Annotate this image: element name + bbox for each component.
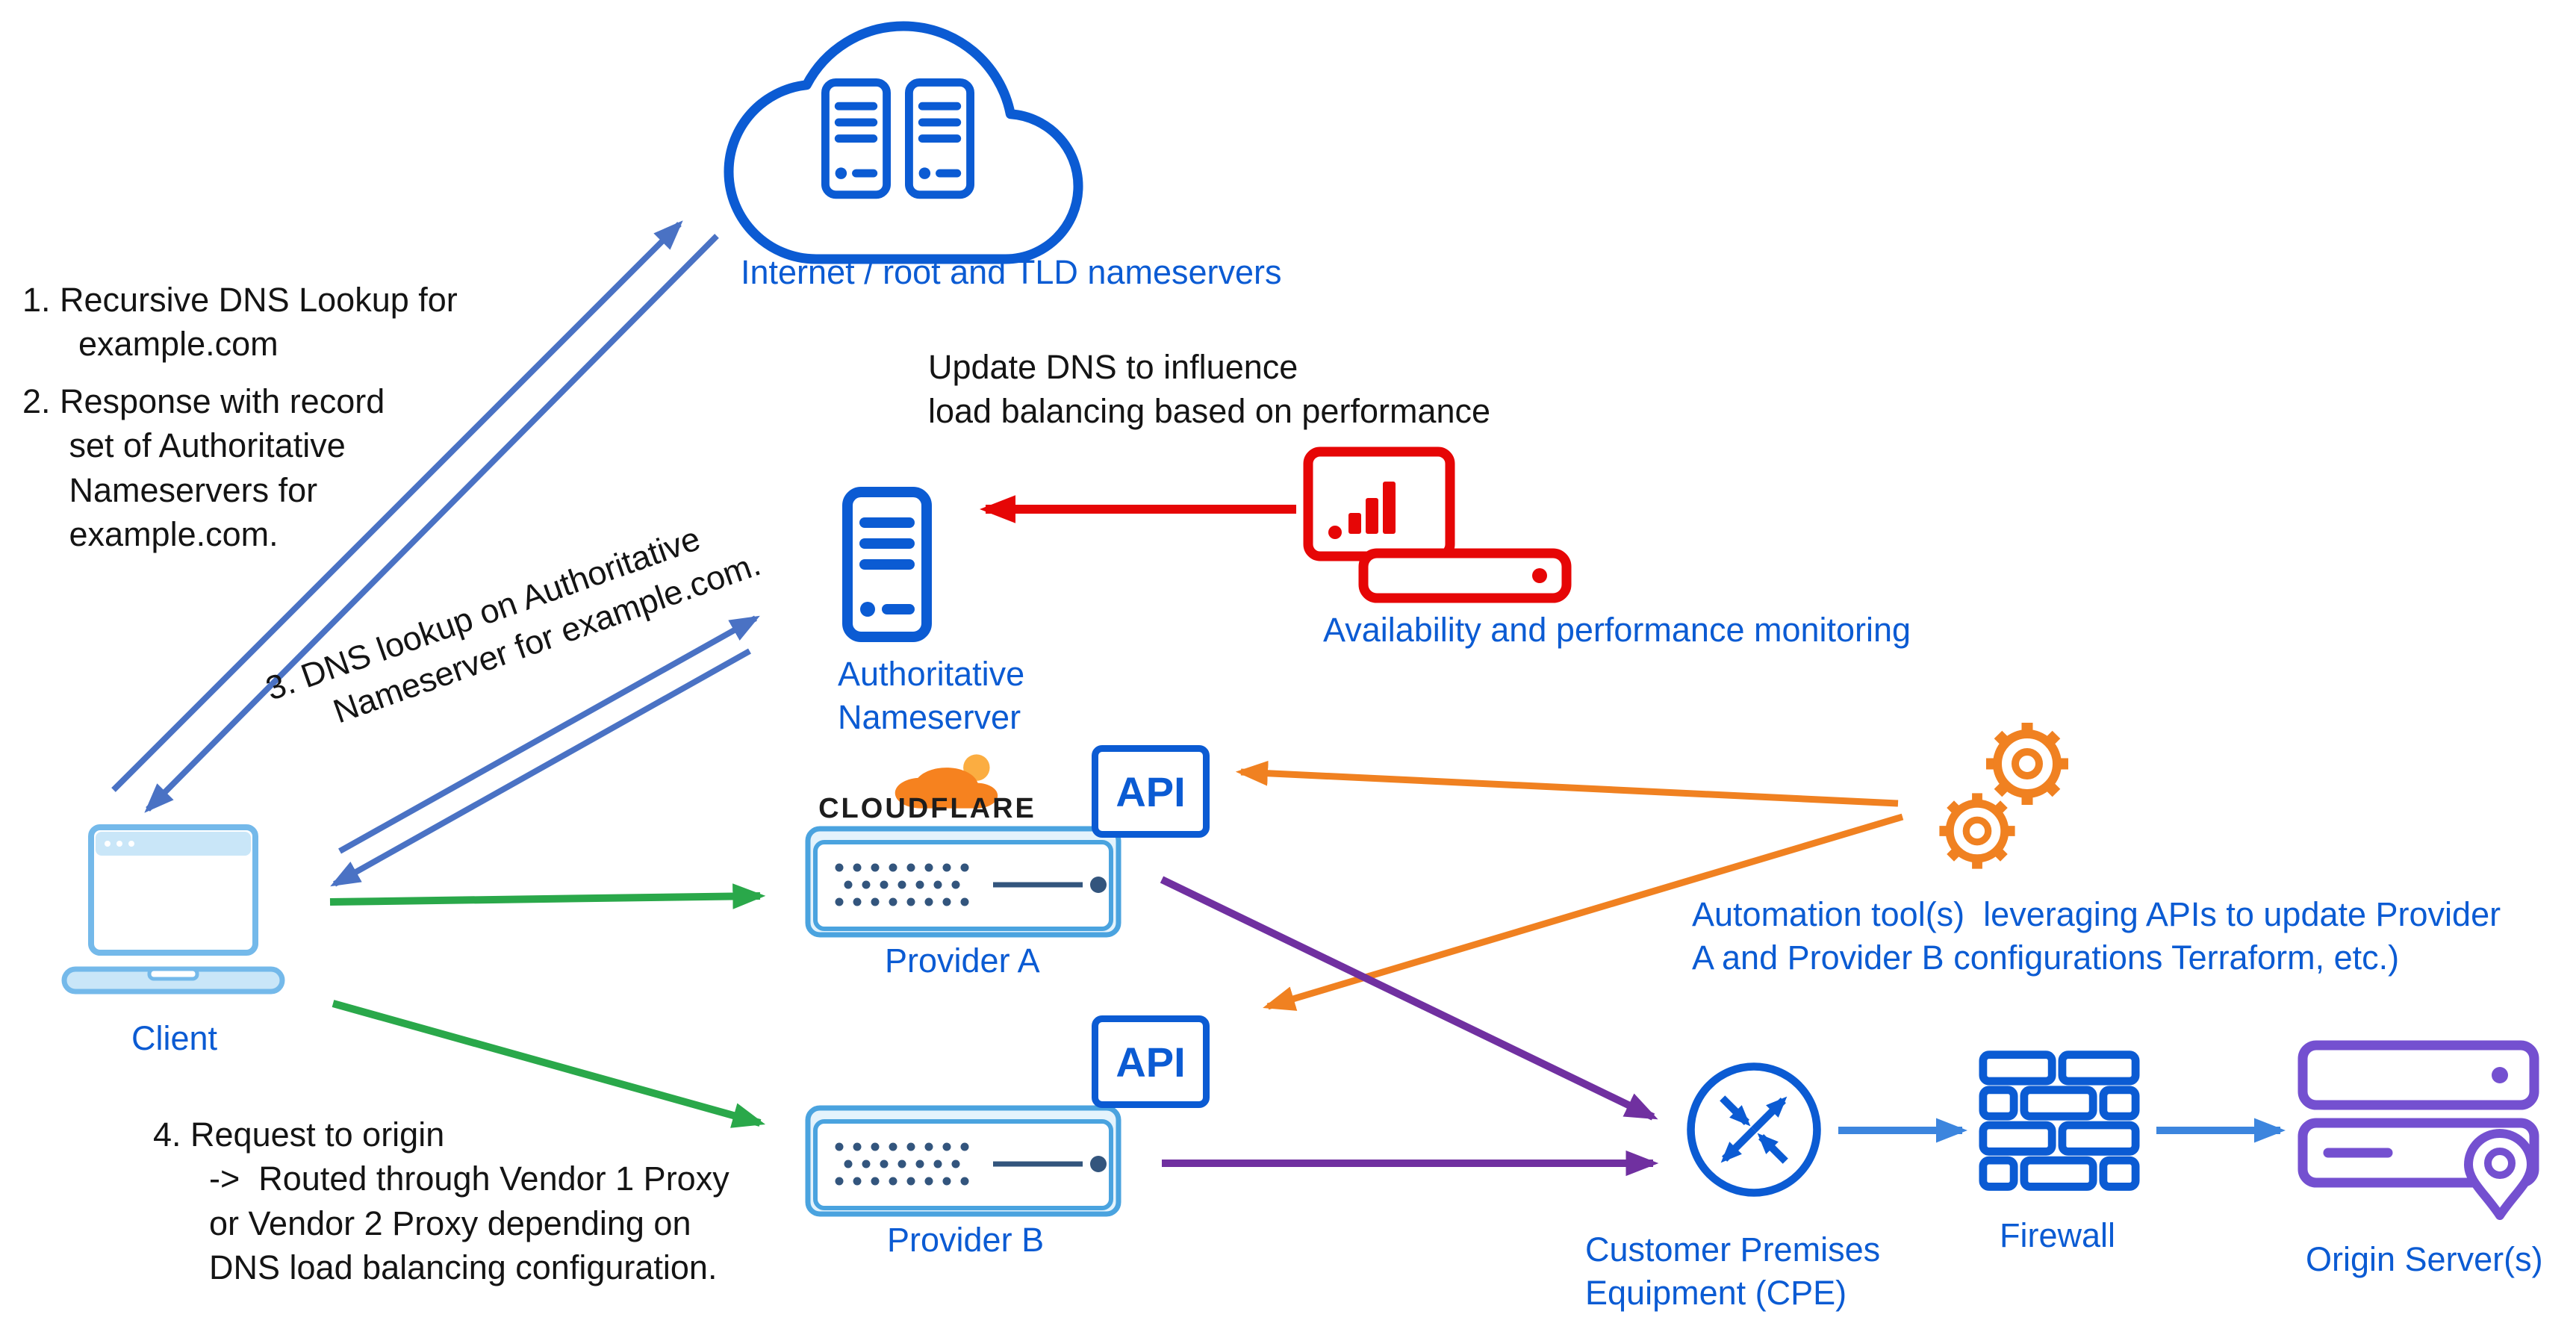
origin-label: Origin Server(s) (2306, 1240, 2543, 1278)
monitoring-label: Availability and performance monitoring (1323, 611, 1911, 649)
annotation-step2: 2. Response with record set of Authorita… (22, 382, 385, 554)
cpe-router-icon (1682, 1058, 1826, 1201)
api-a-label: API (1116, 768, 1186, 815)
appliance-pill-icon (1358, 548, 1572, 603)
api-b-label: API (1116, 1038, 1186, 1086)
annotation-step4: 4. Request to origin -> Routed through V… (153, 1115, 729, 1287)
arrow-automation-api-a (1235, 760, 1899, 807)
arrow-provider-a-cpe (1160, 876, 1658, 1121)
cpe-label: Customer Premises Equipment (CPE) (1585, 1230, 1881, 1312)
internet-cloud-icon (709, 7, 1098, 265)
cloudflare-brand-text: CLOUDFLARE (818, 793, 1036, 824)
client-label: Client (131, 1019, 218, 1057)
provider-b-label: Provider B (887, 1221, 1045, 1259)
authoritative-nameserver-icon (842, 487, 932, 645)
arrow-client-provider-a (329, 883, 766, 909)
provider-a-label: Provider A (885, 941, 1040, 980)
client-laptop-icon (54, 823, 293, 1006)
annotation-step1: 1. Recursive DNS Lookup for example.com (22, 281, 458, 364)
automation-label: Automation tool(s) leveraging APIs to up… (1692, 895, 2501, 977)
cloud-outline (729, 26, 1078, 259)
provider-b-appliance-icon (805, 1105, 1121, 1217)
api-box-provider-a: API (1092, 745, 1210, 838)
update-dns-text: Update DNS to influence load balancing b… (928, 348, 1491, 431)
arrow-client-provider-b (332, 1000, 766, 1128)
cloud-server-icon (825, 82, 886, 194)
firewall-label: Firewall (2000, 1216, 2116, 1254)
api-box-provider-b: API (1092, 1015, 1210, 1108)
firewall-icon (1979, 1050, 2140, 1198)
monitoring-icon (1299, 444, 1575, 609)
cloudflare-logo-icon (893, 751, 1005, 809)
origin-servers-icon (2297, 1039, 2546, 1220)
cloud-server-icon (909, 82, 970, 194)
internet-label: Internet / root and TLD nameservers (741, 253, 1282, 291)
provider-a-appliance-icon (805, 826, 1121, 938)
automation-gears-icon (1919, 706, 2091, 885)
monitor-screen-icon (1303, 446, 1455, 561)
authoritative-nameserver-label: Authoritative Nameserver (838, 655, 1025, 736)
